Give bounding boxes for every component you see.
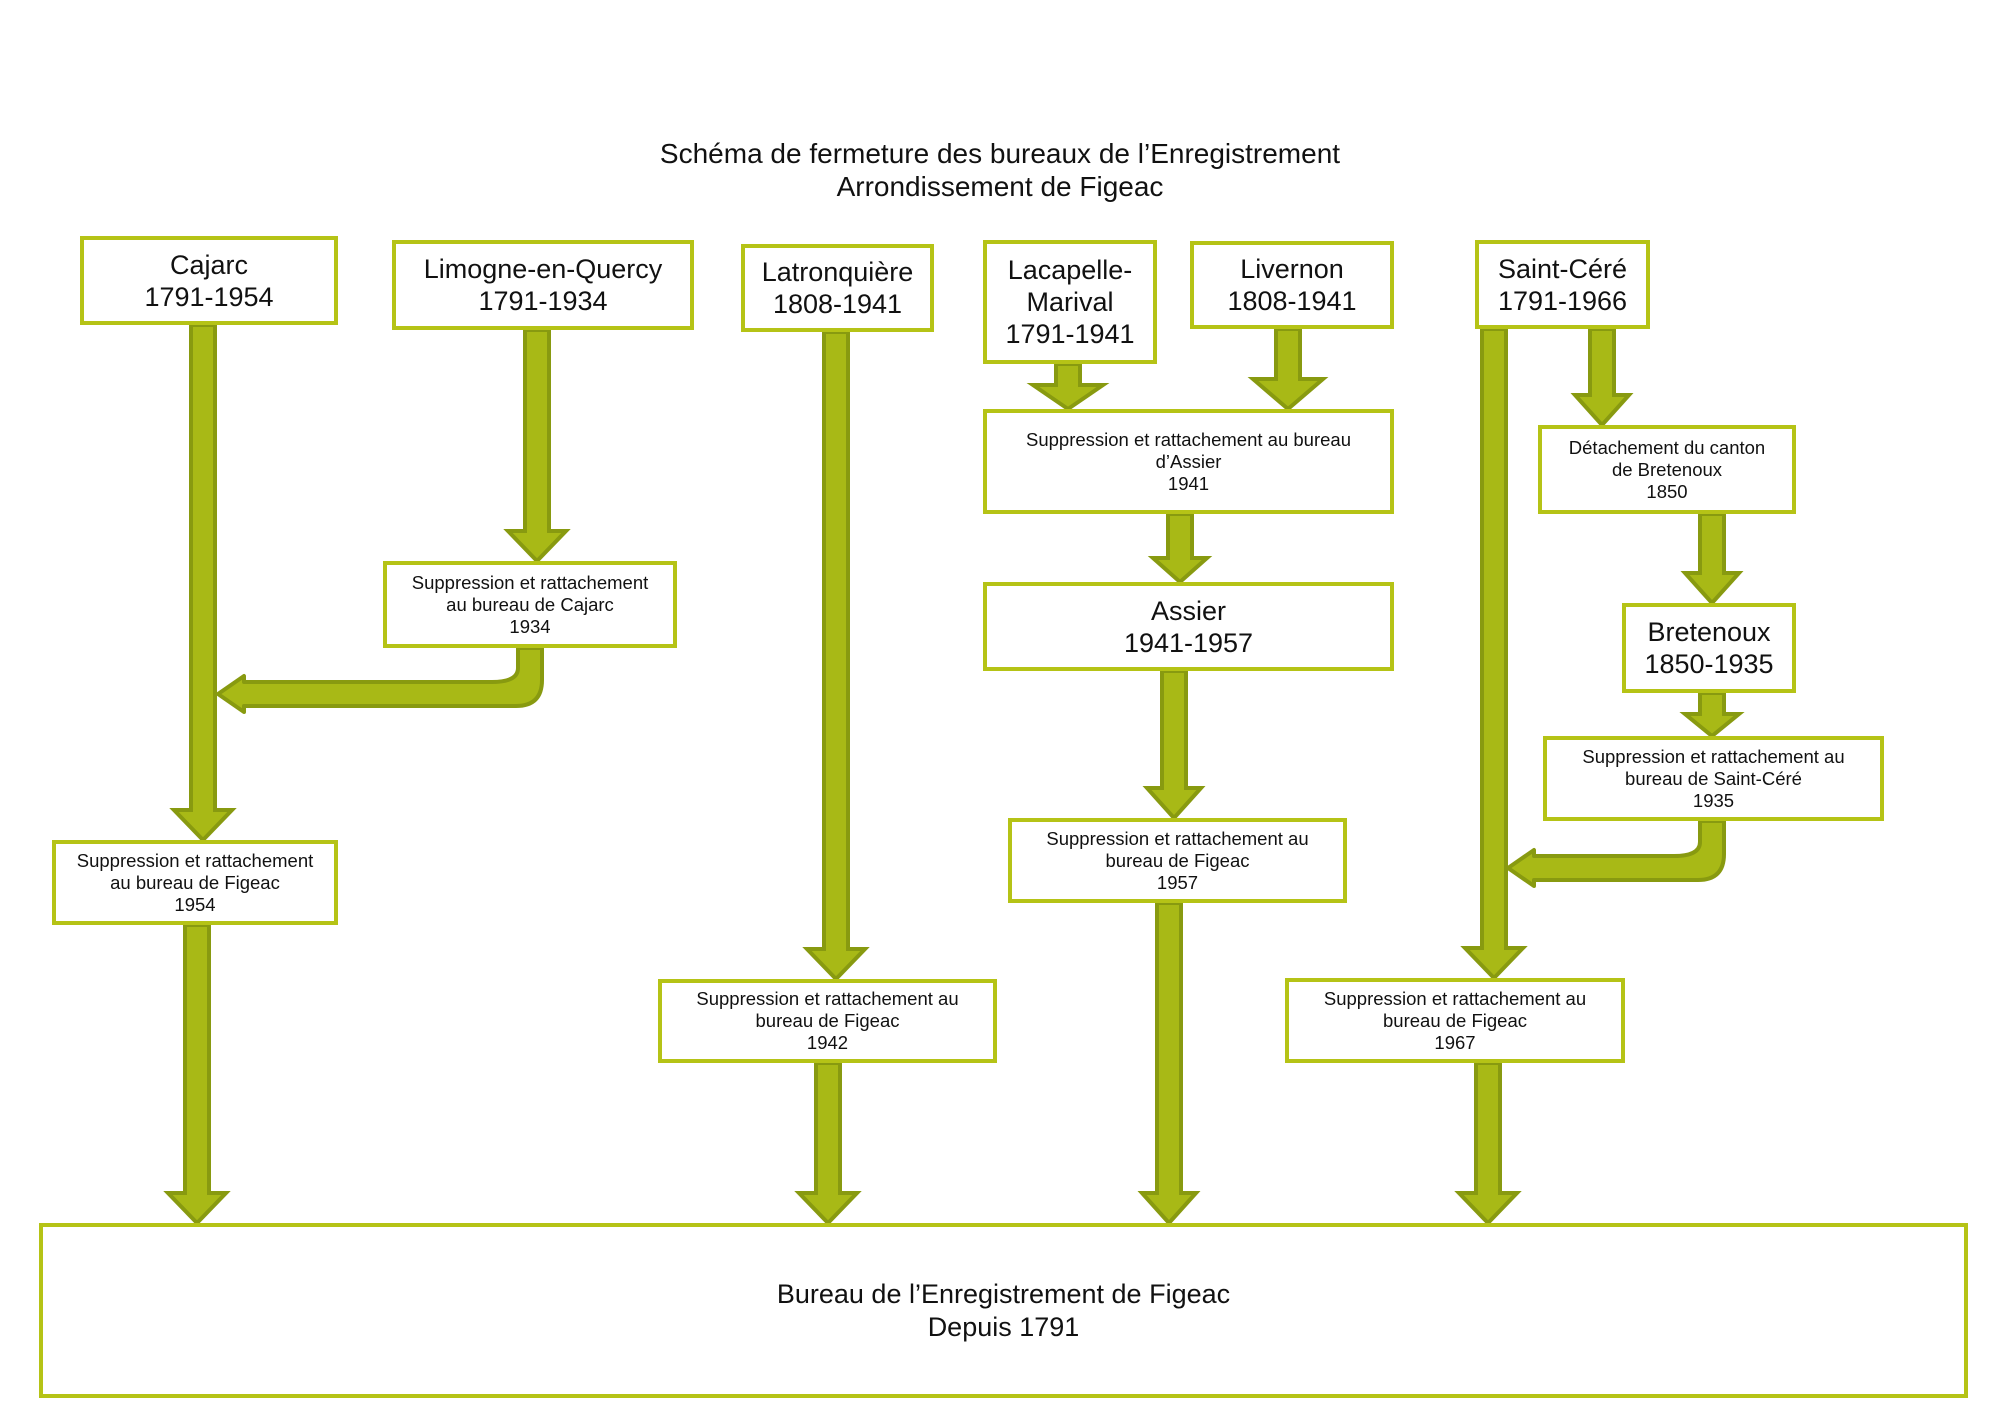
box-text-line: 1941 <box>1167 472 1210 494</box>
box-text-line: Marival <box>1026 287 1114 317</box>
arrow-latronquiere-to-suppression <box>802 330 870 982</box>
arrow-saint-cere-to-detachement <box>1570 327 1634 428</box>
arrow-rattachement-to-assier <box>1147 512 1213 585</box>
box-text-line: 1935 <box>1692 789 1735 811</box>
box-text-line: de Bretenoux <box>1611 458 1723 480</box>
arrow-limogne-to-suppression <box>503 328 571 564</box>
arrow-bretenoux-suppression-to-saint-cere <box>1506 819 1726 888</box>
box-text-line: 1957 <box>1156 871 1199 893</box>
box-text-line: bureau de Saint-Céré <box>1625 767 1802 789</box>
arrow-limogne-suppression-to-cajarc <box>216 646 544 714</box>
box-text-line: Assier <box>1150 595 1226 626</box>
box-text-line: Lacapelle- <box>1007 255 1133 285</box>
box-text-line: Saint-Céré <box>1497 253 1628 284</box>
arrow-assier-suppression-to-figeac <box>1137 901 1201 1226</box>
arrow-saint-cere-to-suppression <box>1460 327 1528 981</box>
box-text-line: 1954 <box>174 893 216 915</box>
box-text-line: 1808-1941 <box>1227 286 1357 316</box>
arrow-latronquiere-suppression-to-figeac <box>794 1061 862 1226</box>
box-text-line: Depuis 1791 <box>927 1311 1080 1342</box>
box-text-line: 1942 <box>806 1032 849 1053</box>
box-text-line: 1967 <box>1434 1031 1476 1053</box>
box-text-line: 1791-1954 <box>144 281 274 312</box>
box-text-line: Suppression et rattachement <box>411 571 649 593</box>
box-text-line: 1850 <box>1646 480 1688 502</box>
arrow-cajarc-to-suppression <box>169 323 237 843</box>
arrow-cajarc-suppression-to-figeac <box>163 923 231 1226</box>
box-text-line: Cajarc <box>169 249 249 280</box>
box-text-line: Bureau de l’Enregistrement de Figeac <box>776 1278 1231 1309</box>
arrow-saint-cere-suppression-to-figeac <box>1454 1061 1522 1226</box>
box-text-line: Bretenoux <box>1647 617 1771 647</box>
arrow-bretenoux-to-suppression <box>1679 691 1745 739</box>
box-text-line: bureau de Figeac <box>1105 849 1250 871</box>
box-text-line: Latronquière <box>761 257 914 287</box>
box-text-line: Suppression et rattachement au <box>696 988 959 1009</box>
box-text-line: Suppression et rattachement au <box>1323 987 1587 1009</box>
box-text-line: Suppression et rattachement <box>76 849 314 871</box>
box-text-line: 1791-1941 <box>1005 319 1135 349</box>
box-text-line: 1791-1966 <box>1497 285 1628 316</box>
diagram-subtitle: Arrondissement de Figeac <box>836 171 1164 202</box>
diagram-title: Schéma de fermeture des bureaux de l’Enr… <box>659 138 1341 169</box>
box-text-line: Détachement du canton <box>1568 436 1766 458</box>
box-text-line: Livernon <box>1240 254 1344 284</box>
arrow-assier-to-suppression <box>1142 669 1206 821</box>
arrow-livernon-to-assier-rattachement <box>1247 327 1329 412</box>
box-text-line: 1791-1934 <box>478 286 608 316</box>
box-text-line: bureau de Figeac <box>755 1010 900 1031</box>
box-text-line: bureau de Figeac <box>1383 1009 1527 1031</box>
box-text-line: 1808-1941 <box>772 289 903 319</box>
box-text-line: d’Assier <box>1155 450 1222 472</box>
box-text-line: 1934 <box>509 615 551 637</box>
box-text-line: au bureau de Figeac <box>110 871 280 893</box>
box-text-line: 1850-1935 <box>1644 649 1774 679</box>
box-text-line: 1941-1957 <box>1123 627 1254 658</box>
box-text-line: Suppression et rattachement au <box>1582 745 1845 767</box>
box-text-line: Limogne-en-Quercy <box>423 254 663 284</box>
arrow-detachement-to-bretenoux <box>1680 512 1744 606</box>
arrow-lacapelle-to-assier-rattachement <box>1026 362 1110 412</box>
box-text-line: Suppression et rattachement au <box>1046 827 1309 849</box>
box-text-line: au bureau de Cajarc <box>446 593 614 615</box>
box-text-line: Suppression et rattachement au bureau <box>1026 428 1351 450</box>
